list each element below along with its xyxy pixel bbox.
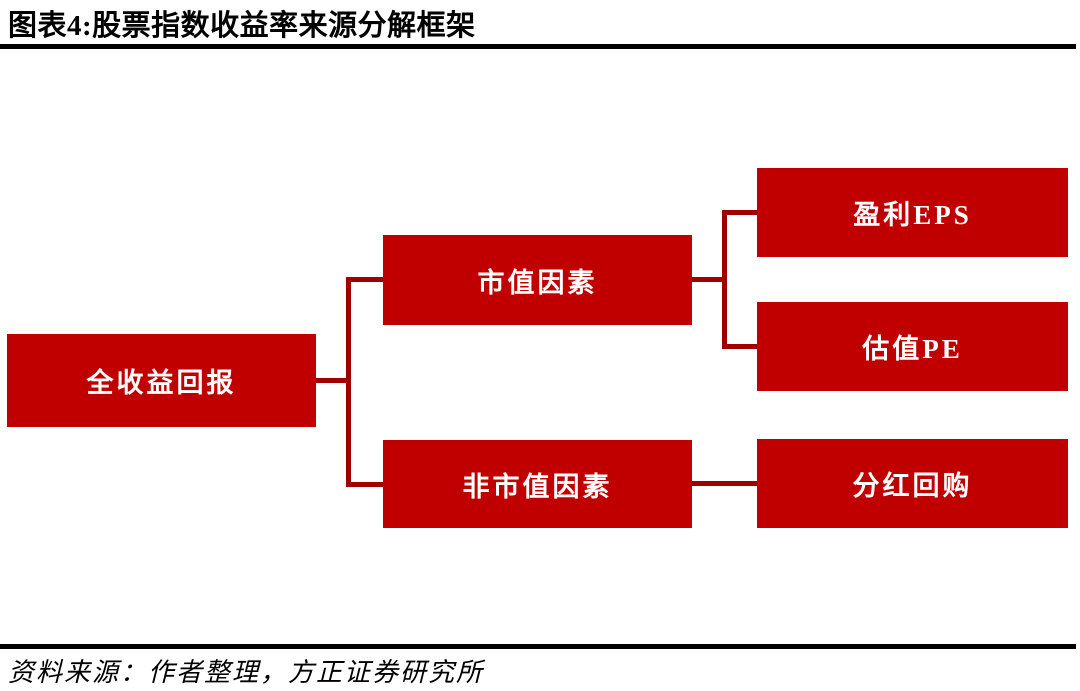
title-divider	[0, 44, 1076, 49]
footer-divider	[0, 644, 1076, 649]
connector-root-stub	[316, 378, 348, 383]
node-market-value-factor: 市值因素	[383, 235, 692, 325]
connector-root-bracket	[346, 277, 351, 487]
node-dividend-buyback: 分红回购	[757, 439, 1068, 528]
connector-to-dividend-buyback	[692, 481, 757, 486]
connector-to-valuation-pe	[722, 344, 757, 349]
node-total-return: 全收益回报	[7, 334, 316, 427]
connector-to-earnings-eps	[722, 210, 757, 215]
connector-to-non-market-factor	[346, 482, 383, 487]
connector-market-factor-stub	[692, 277, 724, 282]
node-valuation-pe: 估值PE	[757, 302, 1068, 391]
node-earnings-eps: 盈利EPS	[757, 168, 1068, 257]
connector-market-factor-bracket	[722, 210, 727, 349]
connector-to-market-factor	[346, 277, 383, 282]
figure-title: 图表4:股票指数收益率来源分解框架	[8, 10, 476, 42]
source-note: 资料来源：作者整理，方正证券研究所	[8, 658, 485, 687]
node-non-market-value-factor: 非市值因素	[383, 440, 692, 528]
